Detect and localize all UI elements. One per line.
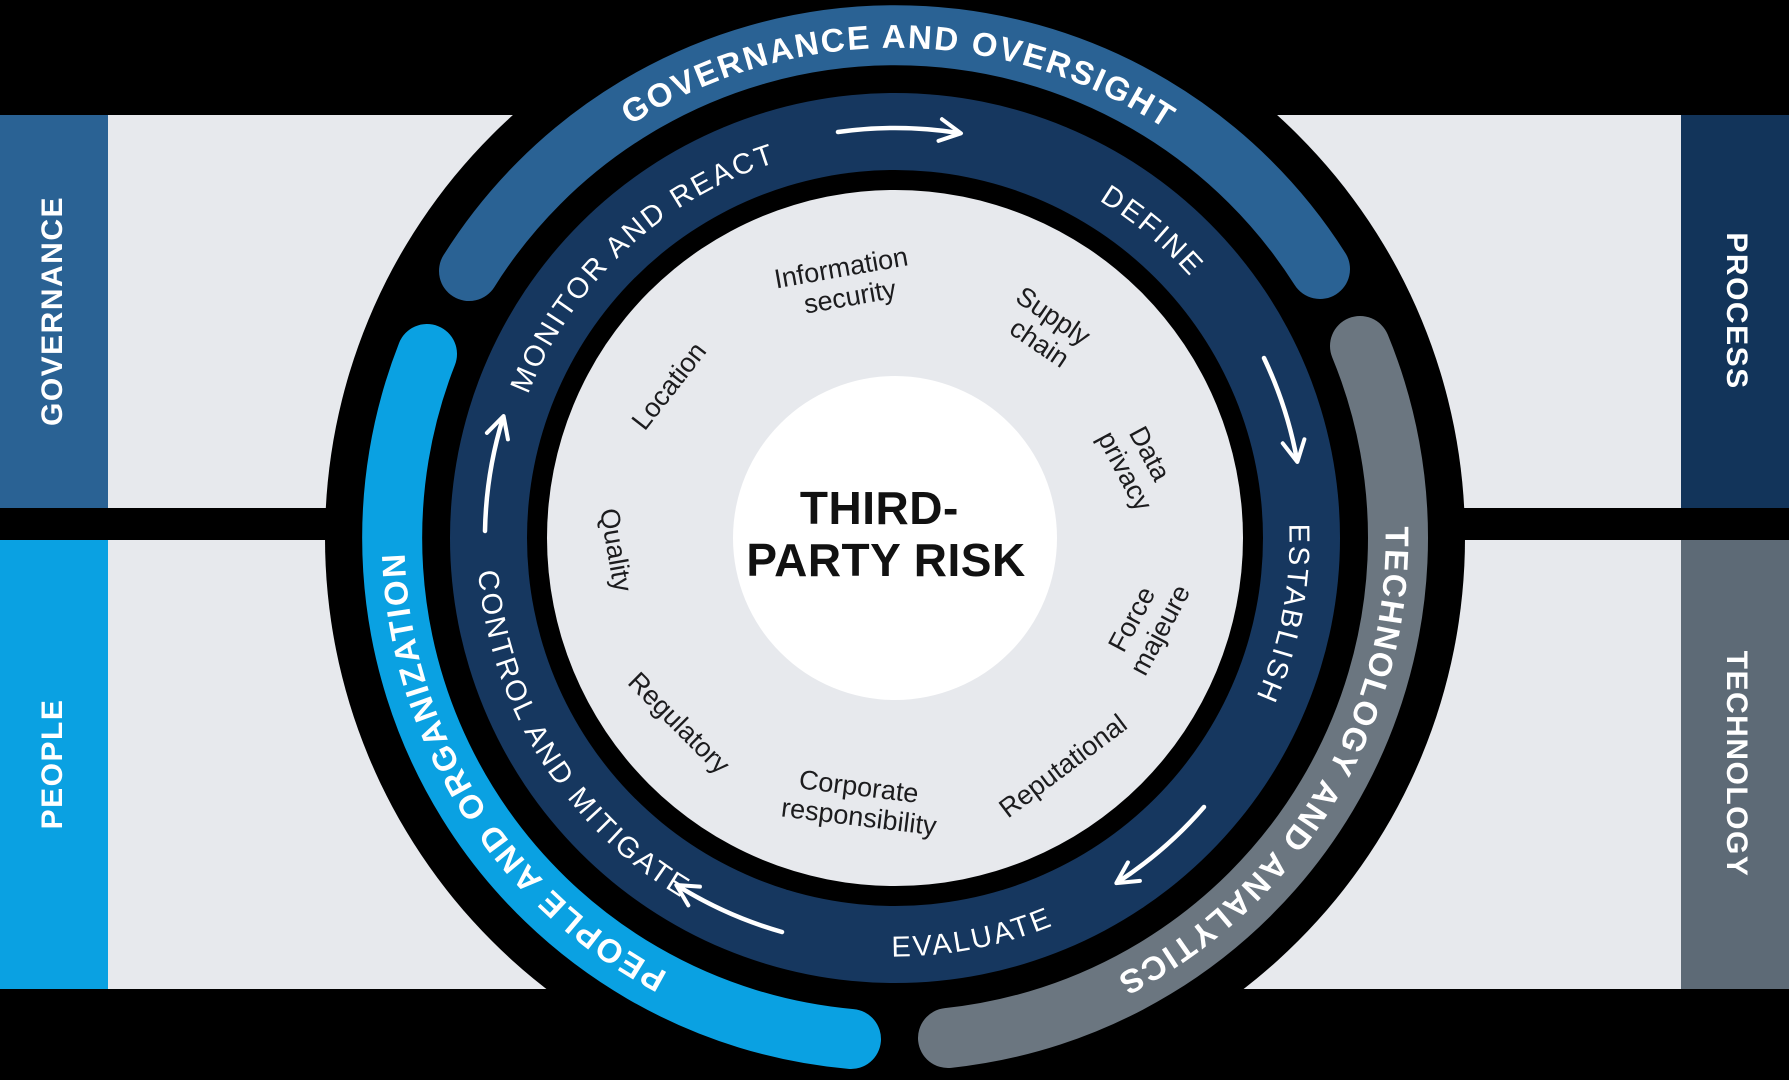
- flow-arrow-bottom-right: [1114, 804, 1207, 886]
- outer-arc-governance: [439, 5, 1350, 301]
- tab-process: [1681, 115, 1789, 508]
- outer-arc-people: [362, 324, 881, 1069]
- tab-governance: [0, 115, 108, 508]
- tab-process-label: PROCESS: [1720, 232, 1753, 389]
- center-title: THIRD- PARTY RISK: [746, 482, 1025, 586]
- flow-arrow-bottom-left: [674, 882, 785, 935]
- tab-governance-label: GOVERNANCE: [36, 196, 69, 426]
- outer-arc-technology: [918, 316, 1428, 1068]
- tab-technology: [1681, 540, 1789, 989]
- flow-arrow-left: [482, 414, 510, 534]
- flow-arrow-top: [835, 117, 963, 143]
- tab-people-label: PEOPLE: [36, 699, 69, 830]
- tab-people: [0, 540, 108, 989]
- center-circle: [733, 376, 1057, 700]
- tab-technology-label: TECHNOLOGY: [1720, 651, 1753, 878]
- flow-arrow-right: [1261, 355, 1307, 464]
